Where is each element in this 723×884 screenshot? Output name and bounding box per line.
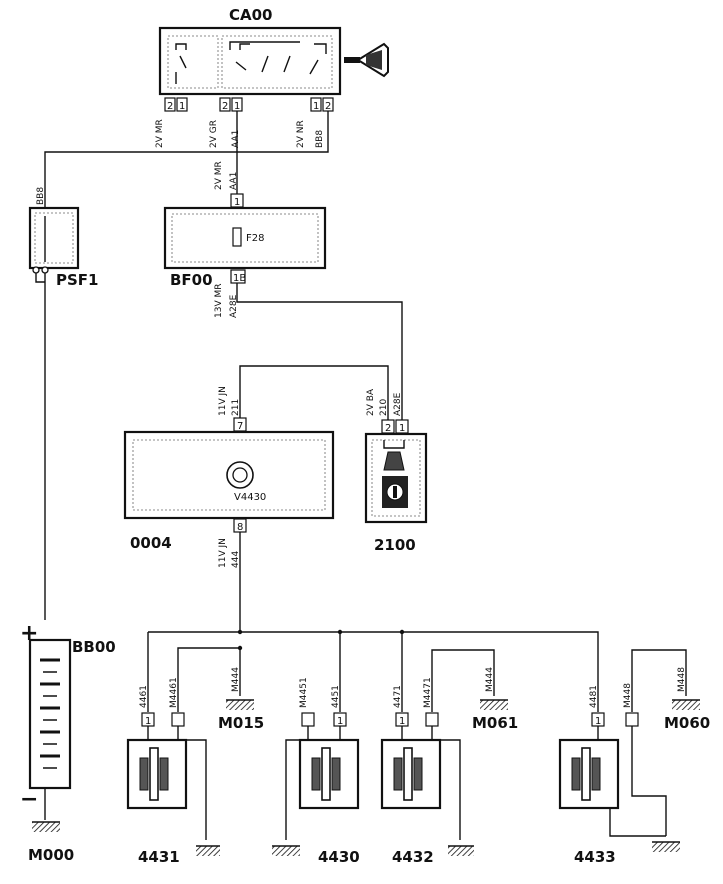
wire-m4461: M4461 <box>169 677 179 708</box>
wire-4481: 4481 <box>589 685 599 708</box>
wire-bf00-in-wire: AA1 <box>229 172 239 190</box>
label-fuse: F28 <box>246 233 264 244</box>
label-m015: M015 <box>218 714 264 732</box>
switch-icon <box>382 476 408 508</box>
ground-4433 <box>652 841 680 852</box>
label-4431: 4431 <box>138 848 180 866</box>
wire-bf00-in-conn: 2V MR <box>214 161 224 190</box>
wire-211-210 <box>239 365 389 420</box>
speaker-4433 <box>558 726 666 837</box>
wire-bf00-out-conn: 13V MR <box>214 284 224 319</box>
wire-4471: 4471 <box>393 685 403 708</box>
wire-bf00-out-wire: A28E <box>229 294 239 318</box>
component-bf00: 2V MR AA1 1 1B BF00 13V MR A28E <box>163 161 327 319</box>
label-4430: 4430 <box>318 848 360 866</box>
wire-2100-wire-b: A28E <box>393 392 403 416</box>
wire-m444-2: M444 <box>485 667 495 692</box>
label-ca00: CA00 <box>229 6 273 24</box>
wire-0004-out-conn: 11V JN <box>218 538 228 568</box>
pin-bf00-in: 1 <box>234 197 240 208</box>
wire-ca00-a-conn: 2V MR <box>155 119 165 148</box>
component-2100: 2V BA 210 A28E 2 1 2100 <box>364 388 428 554</box>
pin-ca00-c2: 2 <box>325 101 331 112</box>
pin-4430: 1 <box>337 716 343 727</box>
wire-a28e <box>236 283 403 420</box>
battery-minus: − <box>20 787 38 812</box>
pin-2100-a: 2 <box>385 423 391 434</box>
wire-0004-out-wire: 444 <box>231 551 241 568</box>
label-bb00: BB00 <box>72 638 116 656</box>
wire-ca00-c-wire: BB8 <box>315 130 325 148</box>
wire-m4451: M4451 <box>299 677 309 708</box>
wire-4451: 4451 <box>331 685 341 708</box>
speaker-4431 <box>126 726 188 810</box>
bus-line <box>148 631 599 712</box>
label-4433: 4433 <box>574 848 616 866</box>
ground-4430 <box>272 845 300 856</box>
pin-0004-out: 8 <box>237 522 243 533</box>
pin-ca00-a2: 1 <box>179 101 185 112</box>
component-0004: 11V JN 211 7 V4430 8 0004 11V JN 444 <box>123 386 335 568</box>
wire-m448b: M448 <box>677 667 687 692</box>
ground-4431 <box>196 845 220 856</box>
wire-m4471: M4471 <box>423 677 433 708</box>
wire-2100-conn: 2V BA <box>366 388 376 416</box>
ground-4432 <box>448 845 474 856</box>
wire-bb8-top <box>44 111 329 208</box>
label-2100: 2100 <box>374 536 416 554</box>
label-psf1: PSF1 <box>56 271 98 289</box>
label-4432: 4432 <box>392 848 434 866</box>
key-icon <box>344 42 389 78</box>
component-ca00: CA00 2 1 2 1 1 2 <box>158 6 389 112</box>
pin-bf00-out: 1B <box>233 273 246 284</box>
pin-4432: 1 <box>399 716 405 727</box>
pin-0004-in: 7 <box>237 421 243 432</box>
wire-2100-wire-a: 210 <box>379 399 389 416</box>
label-v4430: V4430 <box>234 492 266 503</box>
label-m060: M060 <box>664 714 710 732</box>
pin-ca00-b2: 1 <box>234 101 240 112</box>
ground-m000: M000 <box>28 821 74 864</box>
pin-ca00-b1: 2 <box>222 101 228 112</box>
label-m000: M000 <box>28 846 74 864</box>
pin-ca00-a1: 2 <box>167 101 173 112</box>
ground-m060 <box>672 699 700 710</box>
wire-4461: 4461 <box>139 685 149 708</box>
wire-psf1-bb8: BB8 <box>36 187 46 205</box>
battery-cells <box>40 658 60 769</box>
pin-ca00-c1: 1 <box>313 101 319 112</box>
wire-m448: M448 <box>623 683 633 708</box>
ground-m061 <box>480 699 508 710</box>
component-psf1: BB8 PSF1 <box>28 187 98 620</box>
label-bf00: BF00 <box>170 271 213 289</box>
wire-0004-in-conn: 11V JN <box>218 386 228 416</box>
ground-m015 <box>226 699 254 710</box>
wire-ca00-b-wire: AA1 <box>231 130 241 148</box>
component-bb00: + BB00 − <box>20 621 116 820</box>
pin-4433: 1 <box>595 716 601 727</box>
label-0004: 0004 <box>130 534 172 552</box>
speaker-4430 <box>298 726 360 810</box>
label-m061: M061 <box>472 714 518 732</box>
pin-2100-b: 1 <box>399 423 405 434</box>
wire-ca00-b-conn: 2V GR <box>209 120 219 148</box>
wire-ca00-c-conn: 2V NR <box>296 120 306 148</box>
wire-0004-in-wire: 211 <box>231 399 241 416</box>
wire-m444-1: M444 <box>231 667 241 692</box>
pin-4431: 1 <box>145 716 151 727</box>
speaker-4432 <box>380 726 442 810</box>
